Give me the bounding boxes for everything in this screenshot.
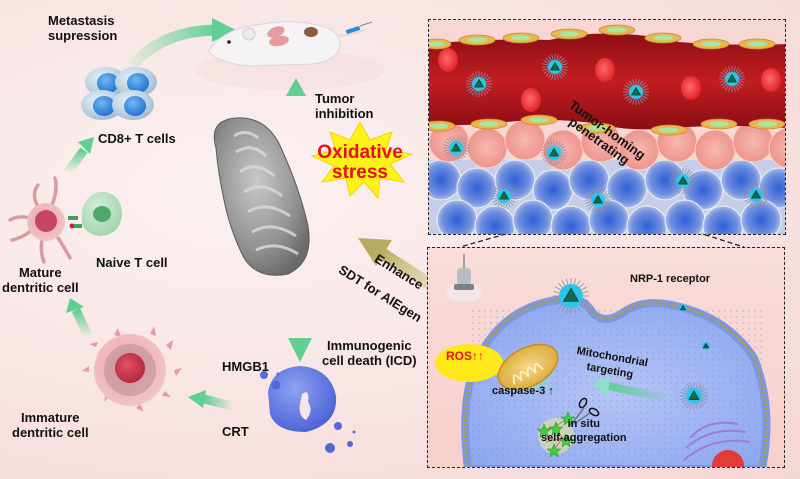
tumor-cell-body: [461, 294, 771, 467]
nanoparticle: [491, 183, 517, 209]
naive-t-cell-illustration: [68, 191, 122, 236]
mature-dendritic-cell-illustration: [8, 176, 72, 264]
arrow-immature-to-mature: [66, 298, 93, 338]
label-immature-dendritic-cell: Immature dentritic cell: [12, 410, 89, 440]
arrow-tumor-inhibition: [286, 78, 306, 122]
nanoparticle: [553, 278, 589, 314]
nanoparticle: [680, 382, 708, 410]
nanoparticle: [585, 187, 611, 213]
label-metastasis-suppression: Metastasis supression: [48, 13, 118, 43]
arrow-mito-targeting: [592, 376, 667, 402]
receptor-nanoparticles: [553, 278, 710, 410]
oxidative-stress-burst: [310, 120, 414, 200]
nanoparticle: [679, 304, 687, 312]
nanoparticle: [719, 66, 745, 92]
label-oxidative-stress: Oxidative stress: [317, 142, 403, 183]
label-nrp1-receptor: NRP-1 receptor: [630, 273, 711, 285]
immature-dendritic-cell-illustration: [82, 326, 182, 412]
label-ros: ROS↑↑: [445, 349, 484, 363]
nanoparticle: [542, 54, 568, 80]
label-mature-dendritic-cell: Mature dentritic cell: [2, 265, 79, 295]
scissors-icon: [569, 397, 600, 427]
tumor-vessel-panel: [428, 19, 786, 235]
label-naive-t-cell: Naive T cell: [96, 255, 168, 270]
nanoparticle: [443, 135, 469, 161]
nucleus-er-illustration: [683, 421, 751, 467]
label-crt: CRT: [222, 424, 249, 439]
label-hmgb1: HMGB1: [222, 359, 269, 374]
cell-mechanism-panel: [427, 247, 785, 468]
nanoparticle: [743, 182, 769, 208]
label-tumor-inhibition: Tumor inhibition: [315, 91, 374, 121]
arrow-metastasis: [122, 18, 236, 76]
label-cd8-t-cells: CD8+ T cells: [98, 131, 176, 146]
aie-aggregate: [536, 411, 576, 458]
label-caspase-3: caspase-3 ↑: [492, 385, 554, 397]
ultrasound-probe-icon: [446, 254, 482, 302]
arrow-crt: [188, 390, 234, 411]
mouse-illustration: [195, 21, 385, 90]
nanoparticle: [623, 79, 649, 105]
label-in-situ-self-aggregation: in situ self-aggregation: [541, 418, 627, 444]
nanoparticle: [702, 342, 710, 350]
nanoparticle: [670, 168, 696, 194]
mitochondrion-em-illustration: [213, 117, 310, 276]
red-blood-cells: [438, 48, 781, 112]
arrow-icd: [288, 288, 312, 362]
nanoparticle: [541, 140, 567, 166]
label-immunogenic-cell-death: Immunogenic cell death (ICD): [322, 338, 417, 368]
nanoparticles: [443, 54, 769, 213]
cd8-t-cells-illustration: [81, 67, 157, 120]
mitochondrion-cell-illustration: [497, 343, 559, 391]
arrow-dc-to-cd8: [64, 137, 94, 175]
nanoparticle: [466, 71, 492, 97]
dead-tumor-cell-illustration: [260, 366, 356, 453]
deep-tumor-cells: [429, 159, 785, 234]
